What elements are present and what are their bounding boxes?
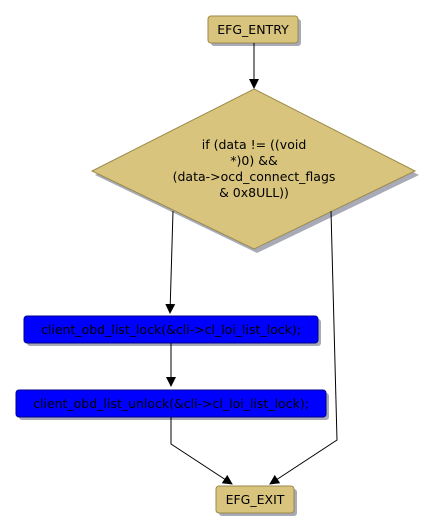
lock-node: client_obd_list_lock(&cli->cl_loi_list_l… xyxy=(23,315,321,346)
decision-line-2: *)0) && xyxy=(230,153,278,168)
edge-decision-to-lock xyxy=(165,210,176,314)
unlock-node: client_obd_list_unlock(&cli->cl_loi_list… xyxy=(15,389,329,420)
unlock-label: client_obd_list_unlock(&cli->cl_loi_list… xyxy=(33,396,309,411)
entry-label: EFG_ENTRY xyxy=(217,22,289,37)
decision-line-1: if (data != ((void xyxy=(202,137,307,152)
exit-label: EFG_EXIT xyxy=(226,492,285,507)
exit-node: EFG_EXIT xyxy=(215,485,297,516)
entry-node: EFG_ENTRY xyxy=(207,15,301,46)
edge-decision-to-exit xyxy=(269,210,338,485)
edge-unlock-to-exit xyxy=(170,417,233,485)
decision-line-4: & 0x8ULL)) xyxy=(219,185,289,200)
decision-line-3: (data->ocd_connect_flags xyxy=(173,169,336,184)
decision-node: if (data != ((void *)0) && (data->ocd_co… xyxy=(90,88,419,253)
lock-label: client_obd_list_lock(&cli->cl_loi_list_l… xyxy=(41,322,301,337)
